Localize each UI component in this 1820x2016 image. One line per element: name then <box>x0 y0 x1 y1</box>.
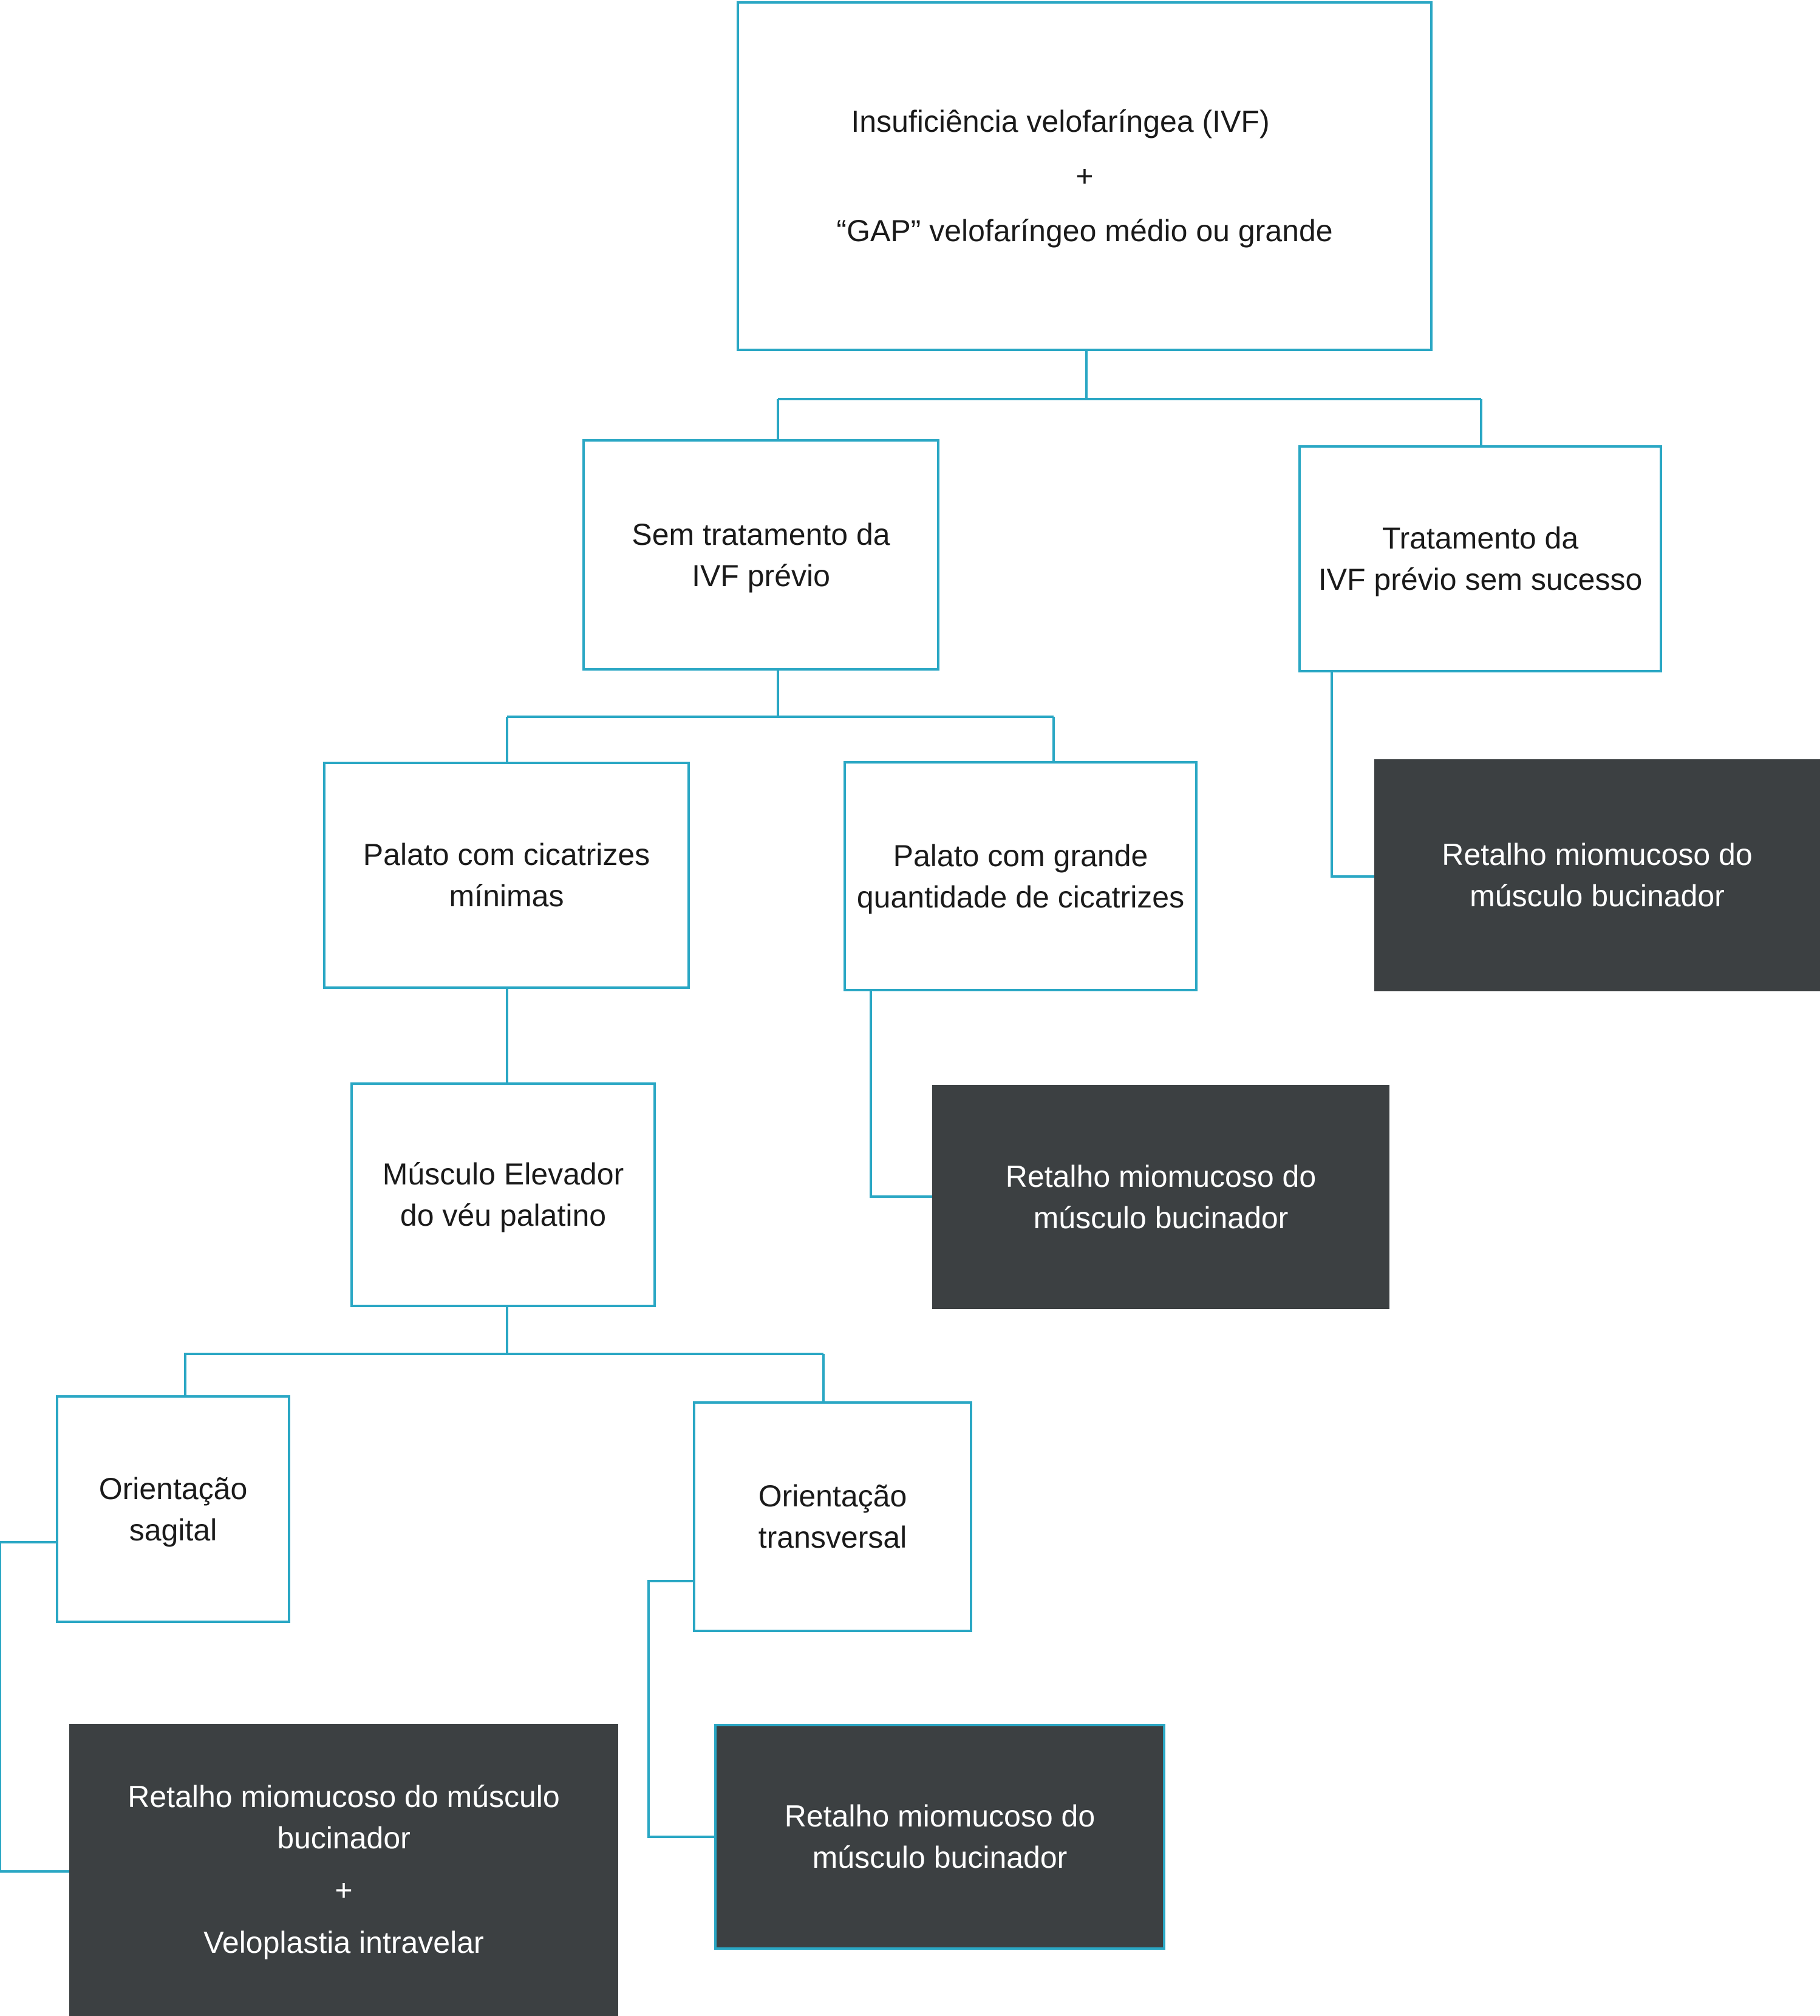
sagittal-line-2: sagital <box>129 1512 217 1547</box>
no-prior-treatment-node: Sem tratamento da IVF prévio <box>582 439 939 671</box>
prior-treatment-failed-node: Tratamento da IVF prévio sem sucesso <box>1298 445 1662 672</box>
levator-line-1: Músculo Elevador <box>382 1157 624 1191</box>
flap-prior-failed-line-1: Retalho miomucoso do <box>1442 838 1753 872</box>
flap-many-scars-node: Retalho miomucoso do músculo bucinador <box>932 1085 1389 1309</box>
many-scars-line-2: quantidade de cicatrizes <box>856 880 1185 914</box>
flap-prior-failed-node: Retalho miomucoso do músculo bucinador <box>1374 759 1820 991</box>
flap-many-scars-line-1: Retalho miomucoso do <box>1005 1159 1317 1194</box>
sagittal-orientation-node: Orientação sagital <box>56 1395 290 1623</box>
levator-muscle-node: Músculo Elevador do véu palatino <box>350 1082 656 1307</box>
flap-sagittal-line-2: bucinador <box>277 1821 411 1855</box>
transverse-line-1: Orientação <box>758 1479 907 1513</box>
flap-sagittal-line-1: Retalho miomucoso do músculo <box>128 1780 560 1814</box>
no-prior-line-1: Sem tratamento da <box>632 517 890 552</box>
flap-prior-failed-line-2: músculo bucinador <box>1470 879 1725 913</box>
flap-sagittal-plus: + <box>335 1873 353 1907</box>
min-scars-line-1: Palato com cicatrizes <box>363 838 650 872</box>
root-line-1: Insuficiência velofaríngea (IVF) <box>851 104 1270 138</box>
flap-transverse-line-2: músculo bucinador <box>812 1840 1068 1874</box>
prior-failed-line-1: Tratamento da <box>1382 521 1579 555</box>
transverse-orientation-node: Orientação transversal <box>693 1401 972 1632</box>
many-scars-node: Palato com grande quantidade de cicatriz… <box>844 761 1198 991</box>
root-node: Insuficiência velofaríngea (IVF) + “GAP”… <box>737 1 1433 351</box>
root-plus: + <box>1075 159 1094 193</box>
levator-line-2: do véu palatino <box>400 1198 607 1232</box>
min-scars-node: Palato com cicatrizes mínimas <box>323 762 690 989</box>
min-scars-line-2: mínimas <box>449 879 564 913</box>
flap-sagittal-line-3: Veloplastia intravelar <box>203 1925 484 1960</box>
no-prior-line-2: IVF prévio <box>692 558 830 593</box>
many-scars-line-1: Palato com grande <box>893 838 1148 873</box>
prior-failed-line-2: IVF prévio sem sucesso <box>1318 562 1643 596</box>
sagittal-line-1: Orientação <box>98 1471 248 1506</box>
flap-transverse-node: Retalho miomucoso do músculo bucinador <box>714 1724 1165 1950</box>
flap-transverse-line-1: Retalho miomucoso do <box>784 1799 1096 1833</box>
transverse-line-2: transversal <box>758 1520 907 1554</box>
root-line-2: “GAP” velofaríngeo médio ou grande <box>836 214 1333 248</box>
flap-many-scars-line-2: músculo bucinador <box>1033 1200 1289 1235</box>
flap-sagittal-node: Retalho miomucoso do músculo bucinador +… <box>69 1724 618 2016</box>
